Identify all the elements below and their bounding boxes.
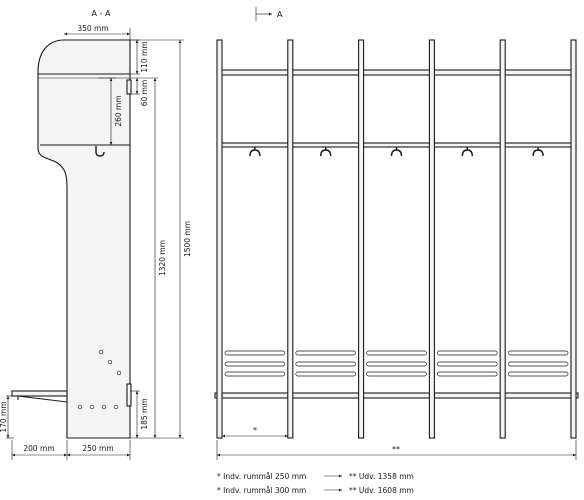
bench-slat [295,350,356,356]
bench-slat [507,361,569,367]
side-bracket-bottom [126,383,132,407]
coat-hook-icon [390,147,403,157]
front-post [287,39,294,439]
front-post [570,39,577,439]
legend-row-2-left: * Indv. rummål 300 mm [217,486,306,495]
bench-slat [224,350,286,356]
dim-bench-depth-label: 200 mm [23,444,54,453]
side-hook-icon [95,146,105,157]
dim-gap-small-label: 60 mm [140,80,149,107]
bench-slat [295,361,356,367]
legend-row-1-left: * Indv. rummål 250 mm [217,472,306,481]
bench-slat [507,371,569,377]
dim-bench-height: 170 mm [0,395,14,439]
dim-total-width-label: ** [392,445,400,454]
dim-foot-height-label: 185 mm [140,398,149,429]
front-post [358,39,365,439]
front-post [216,39,223,439]
coat-hook-icon [249,147,261,157]
bench-slat [366,350,427,356]
legend: * Indv. rummål 250 mm ** Udv. 1358 mm * … [217,472,414,495]
dim-total-height-label: 1500 mm [183,221,192,257]
dim-top-shelf: 110 mm [130,39,149,75]
bench-slat [507,350,569,356]
dim-inner-height-label: 1320 mm [158,240,167,276]
bench-slat [437,350,498,356]
legend-row-1-right: ** Udv. 1358 mm [349,472,414,481]
dim-bench-depth: 200 mm [11,440,131,460]
front-view [214,39,579,439]
bench-slat [437,361,498,367]
legend-row-2-right: ** Udv. 1608 mm [349,486,414,495]
vent-holes [77,349,122,410]
dim-inner-height: 1320 mm [130,77,167,439]
dim-base-depth-label: 250 mm [82,444,113,453]
bench-rail [214,392,579,399]
dim-total-height: 1500 mm [130,39,192,439]
hook-rail [216,142,577,148]
dim-module-width-label: * [253,426,257,435]
dim-top-width: 350 mm [63,24,131,40]
top-shelf-rail [216,69,577,76]
dim-base-depth: 250 mm [67,444,130,457]
bench-slat [437,371,498,377]
bench-slat [224,361,286,367]
dim-top-shelf-label: 110 mm [140,41,149,72]
side-bracket-top [126,79,132,95]
coat-hook-icon [532,147,544,157]
section-marker: A [255,7,283,21]
coat-hook-icon [320,147,332,157]
dim-top-width-label: 350 mm [77,24,108,33]
side-bench-plank [11,390,68,397]
section-marker-label: A [277,10,283,19]
dim-hook-height-label: 260 mm [114,95,123,126]
bench-slat [366,361,427,367]
coat-hook-icon [461,147,473,157]
dim-hook-height: 260 mm [98,77,123,146]
dim-gap-small: 60 mm [130,78,149,106]
section-label: A - A [92,9,111,18]
front-post [428,39,435,439]
front-post [499,39,506,439]
side-profile [37,39,131,439]
dim-bench-height-label: 170 mm [0,401,8,432]
bench-slat [224,371,286,377]
bench-slat [295,371,356,377]
dim-foot-height: 185 mm [130,390,149,438]
dim-module-width: * [222,426,288,438]
dim-total-width: ** [216,440,577,460]
bench-slat [366,371,427,377]
